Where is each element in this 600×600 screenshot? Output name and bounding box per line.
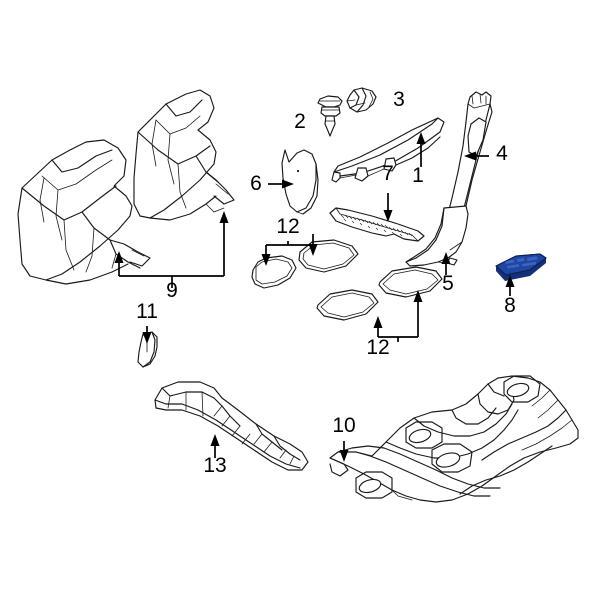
callout-number-labels: 1 2 3 4 5 6 7 8 9 10 11 12 13 12 bbox=[136, 88, 516, 477]
callout-number-5: 5 bbox=[442, 272, 454, 295]
callout-number-2: 2 bbox=[294, 110, 306, 133]
callout-number-12-front: 12 bbox=[276, 215, 299, 238]
callout-leader-13 bbox=[210, 434, 220, 458]
part-12-floor-mat-front-left bbox=[251, 255, 297, 289]
callout-leader-8 bbox=[505, 275, 515, 296]
scuff-plate-texture bbox=[340, 214, 413, 237]
part-13-floor-tunnel-carpet bbox=[154, 381, 309, 471]
callout-number-3: 3 bbox=[393, 88, 405, 111]
callout-leader-12-front bbox=[261, 234, 318, 266]
callout-leader-4 bbox=[464, 151, 489, 161]
callout-number-7: 7 bbox=[382, 162, 394, 185]
callout-number-1: 1 bbox=[412, 164, 424, 187]
callout-number-8: 8 bbox=[504, 294, 516, 317]
part-5-b-pillar-lower-trim bbox=[405, 205, 469, 267]
callout-number-10: 10 bbox=[332, 414, 355, 437]
part-9-console-carpet-right bbox=[133, 89, 235, 221]
callout-number-13: 13 bbox=[203, 454, 226, 477]
part-8-highlighted-trim-cover bbox=[495, 253, 547, 281]
callout-number-6: 6 bbox=[250, 172, 262, 195]
part-11-small-trim-filler bbox=[137, 331, 158, 368]
part-1-a-pillar-upper-trim bbox=[331, 117, 445, 183]
part-3-spring-clip bbox=[346, 87, 377, 113]
callout-number-11: 11 bbox=[136, 300, 158, 323]
part-12-floor-mat-rear-right bbox=[378, 266, 443, 298]
callout-number-9: 9 bbox=[166, 279, 178, 302]
callout-leader-9 bbox=[114, 211, 229, 288]
callout-leader-10 bbox=[339, 441, 349, 462]
part-12-floor-mat-rear-left bbox=[316, 289, 379, 321]
callout-number-4: 4 bbox=[496, 142, 508, 165]
part-2-push-pin-retainer bbox=[317, 95, 343, 137]
callout-leader-6 bbox=[268, 179, 294, 189]
part-10-front-floor-carpet bbox=[329, 375, 579, 503]
part-7-door-sill-scuff-plate bbox=[329, 207, 425, 242]
callout-leader-12-rear bbox=[373, 290, 423, 342]
part-9-console-carpet-left bbox=[17, 139, 151, 285]
callout-number-12-rear: 12 bbox=[366, 336, 389, 359]
callout-leader-11 bbox=[142, 326, 152, 344]
callout-leader-7 bbox=[383, 193, 393, 222]
callout-leader-1 bbox=[416, 132, 426, 167]
callout-leader-5 bbox=[441, 252, 451, 275]
